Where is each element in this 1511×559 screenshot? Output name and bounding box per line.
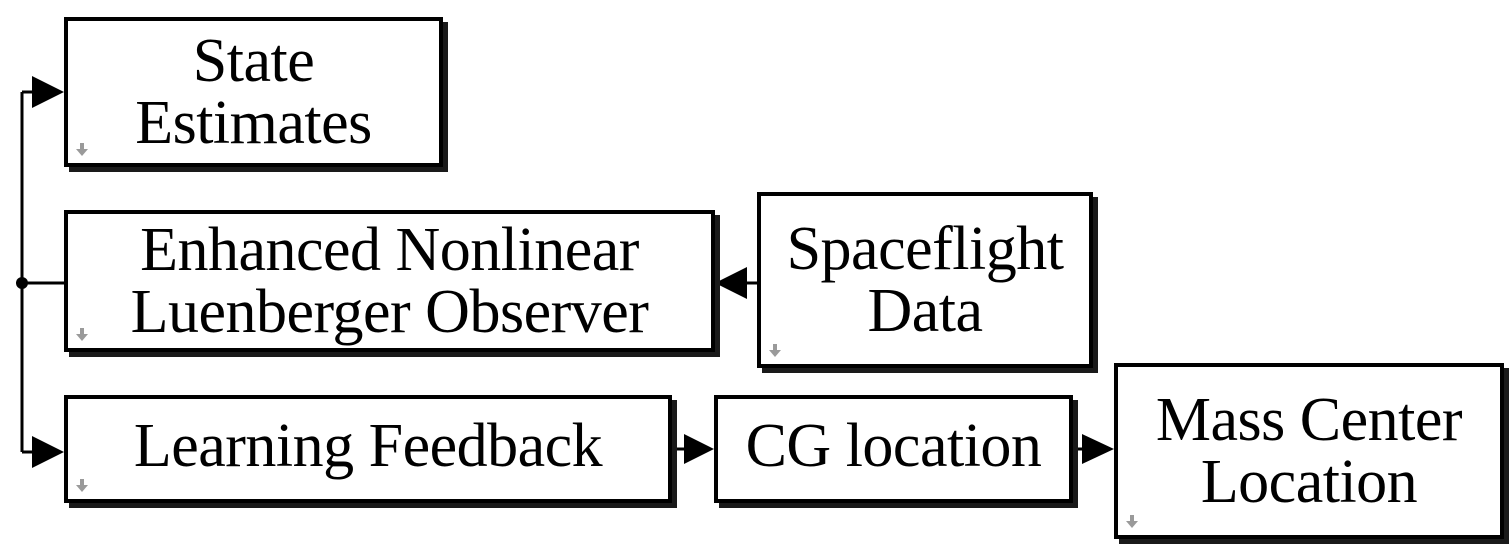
block-label-line: Mass Center (1155, 386, 1463, 454)
arrowhead-to-observer (715, 267, 747, 299)
arrowhead-to-cg (684, 434, 714, 464)
down-arrow-mask-icon (1126, 515, 1138, 528)
down-arrow-mask-icon (76, 143, 88, 156)
observer-block[interactable]: Enhanced Nonlinear Luenberger Observer (64, 210, 715, 352)
state-estimates-block[interactable]: State Estimates (64, 17, 443, 167)
block-label-line: Spaceflight (786, 215, 1064, 283)
mass-center-location-block[interactable]: Mass Center Location (1114, 363, 1504, 539)
down-arrow-mask-icon (769, 344, 781, 357)
cg-location-block[interactable]: CG location (714, 395, 1073, 503)
block-label-line: Location (1200, 448, 1418, 516)
block-label-line: Estimates (135, 89, 372, 157)
block-label-line: Enhanced Nonlinear (140, 216, 639, 284)
arrowhead-to-state (32, 76, 64, 108)
down-arrow-mask-icon (76, 328, 88, 341)
block-label-line: Learning Feedback (133, 412, 603, 480)
arrowhead-to-learning (32, 436, 64, 468)
block-label-line: Data (867, 277, 983, 345)
block-label-line: Luenberger Observer (130, 278, 649, 346)
learning-feedback-block[interactable]: Learning Feedback (64, 395, 672, 503)
branch-point (16, 277, 28, 289)
spaceflight-data-block[interactable]: Spaceflight Data (757, 192, 1093, 368)
down-arrow-mask-icon (76, 479, 88, 492)
arrowhead-to-mass (1082, 434, 1114, 464)
block-label-line: State (192, 27, 315, 95)
block-label-line: CG location (745, 412, 1042, 480)
